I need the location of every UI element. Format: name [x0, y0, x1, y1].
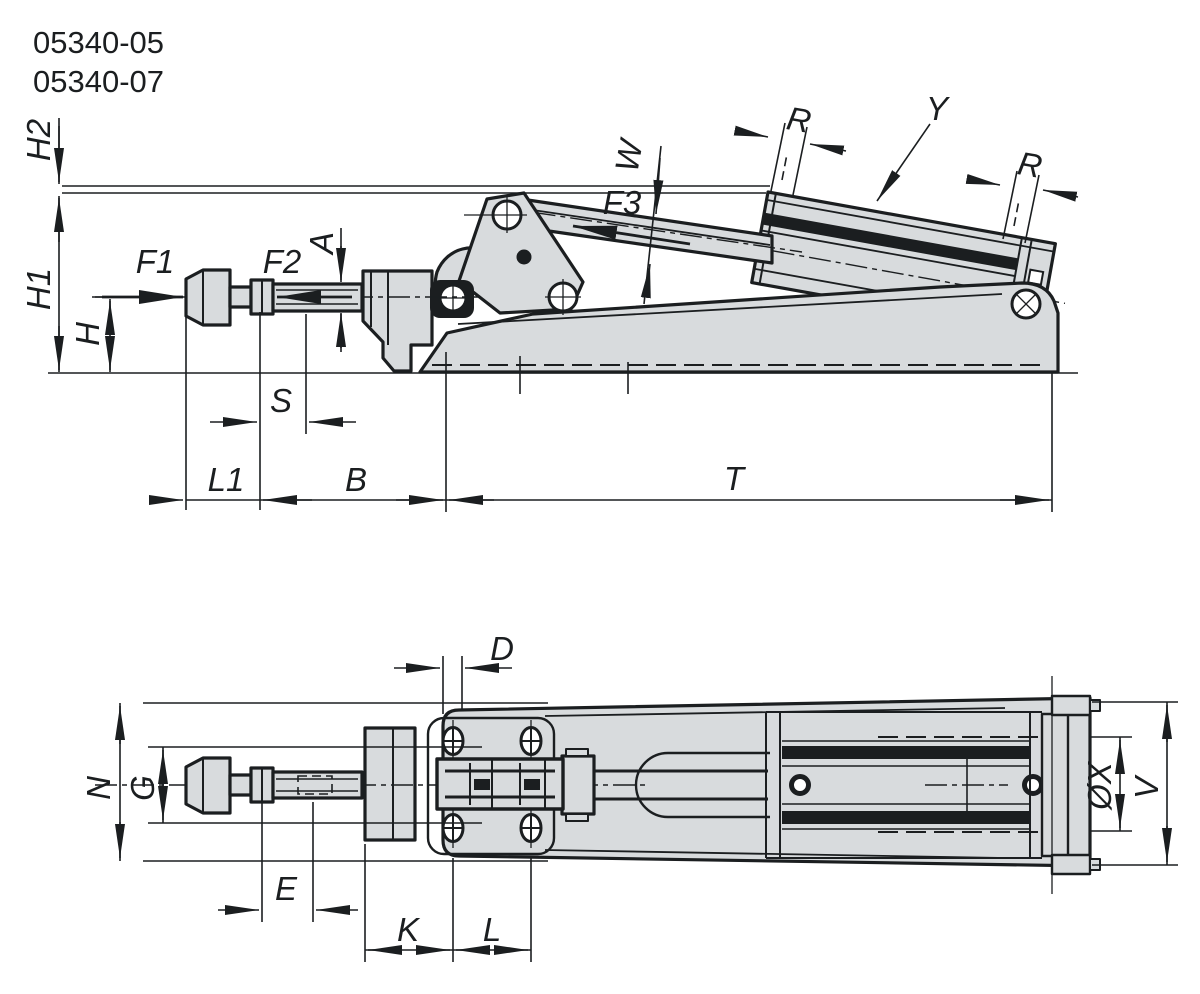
clamp-body [361, 269, 434, 373]
cylinder-port [789, 774, 811, 796]
force-arrow-f3: F3 [572, 184, 691, 246]
mounting-lug [1050, 853, 1092, 876]
label-y: Y [926, 90, 950, 127]
bracket-screw [519, 726, 543, 756]
label-f1: F1 [136, 243, 175, 280]
ground-line [48, 356, 1078, 394]
dim-n: N [80, 702, 548, 862]
label-n: N [80, 776, 117, 800]
callout-y: Y [876, 90, 950, 202]
clamp-arm-centerline [496, 206, 803, 253]
part-number-1: 05340-05 [33, 25, 164, 60]
part-number-header: 05340-05 05340-07 [33, 25, 164, 99]
dim-w: W [608, 135, 664, 305]
dim-g: G [124, 746, 482, 824]
toggle-linkage [457, 191, 585, 315]
side-view: H2 H1 H F1 F2 [20, 90, 1079, 512]
spindle-tip [184, 268, 232, 327]
dim-a: A [303, 228, 346, 352]
dim-h: H [69, 299, 115, 372]
rod-coupling [435, 757, 565, 811]
label-g: G [124, 775, 161, 801]
dim-s: S [210, 312, 356, 510]
dim-r-left: R [733, 99, 847, 196]
label-e: E [275, 870, 298, 907]
dim-h2: H2 [20, 118, 770, 194]
label-k: K [397, 911, 421, 948]
plan-cylinder [765, 676, 1101, 894]
label-s: S [270, 382, 292, 419]
bracket-screw [441, 726, 465, 756]
label-a: A [303, 232, 340, 256]
dim-h1: H1 [20, 196, 64, 372]
mounting-lug [1050, 694, 1092, 717]
cylinder-port [1022, 774, 1044, 796]
part-number-2: 05340-07 [33, 64, 164, 99]
dim-d: D [394, 630, 514, 714]
piston-rod [560, 748, 770, 822]
plan-view: N G D E [80, 630, 1178, 962]
label-r-left: R [784, 99, 814, 140]
rod-slot [634, 751, 770, 819]
base-plate [418, 281, 1060, 374]
rod-clevis [430, 280, 474, 318]
dim-e: E [218, 800, 358, 922]
label-h2: H2 [20, 119, 57, 161]
label-h1: H1 [20, 268, 57, 310]
bracket-screw [441, 813, 465, 843]
dim-r-right: R [965, 144, 1079, 244]
label-f2: F2 [263, 243, 302, 280]
label-t: T [724, 460, 747, 497]
bracket-screw [519, 813, 543, 843]
label-l1: L1 [208, 461, 245, 498]
label-w: W [608, 135, 650, 175]
label-b: B [345, 461, 367, 498]
label-l: L [483, 911, 501, 948]
label-v: V [1128, 774, 1165, 799]
dim-diameter-x: ØX [1081, 736, 1132, 832]
dim-k-l: K L [364, 844, 532, 962]
label-d: D [490, 630, 514, 667]
dim-l1-b-t: L1 B T [149, 310, 1053, 512]
force-arrow-f2: F2 [263, 243, 352, 304]
link-pin [516, 249, 532, 265]
force-arrow-f1: F1 [95, 243, 183, 304]
label-h: H [69, 322, 106, 346]
label-diameter-x: ØX [1081, 760, 1118, 811]
label-f3: F3 [603, 184, 642, 221]
label-r-right: R [1015, 144, 1045, 185]
dim-v: V [1092, 701, 1178, 866]
